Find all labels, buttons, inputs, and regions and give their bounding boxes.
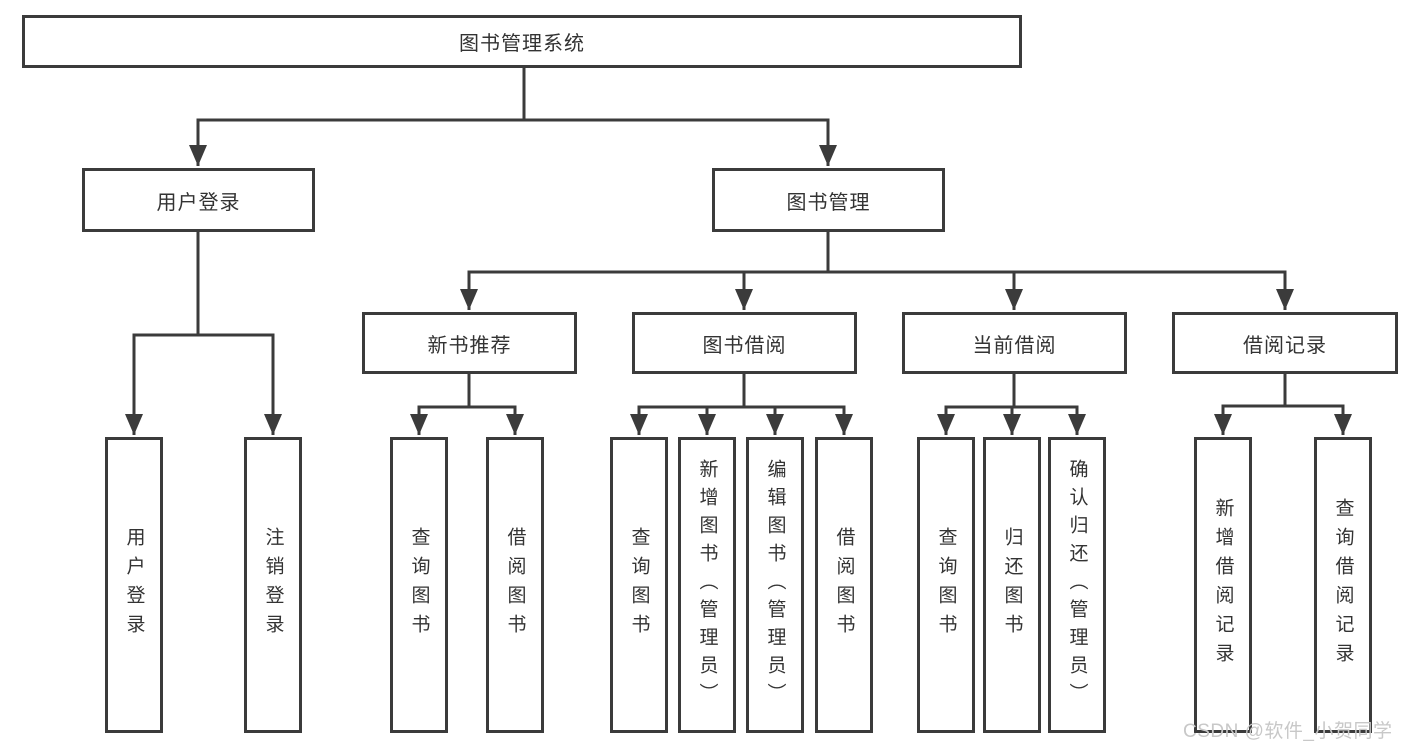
connector-currentborrow-to-leaves [937,372,1086,435]
node-label: 新书推荐 [427,334,512,357]
leaf-label: 用户登录 [123,527,145,643]
leaf-query-book-2: 查询图书 [610,437,668,733]
leaf-label: 查询图书 [628,527,650,643]
leaf-label: 查询图书 [408,527,430,643]
leaf-borrow-book-1: 借阅图书 [486,437,544,733]
leaf-add-book-admin: 新增图书（管理员） [678,437,736,733]
node-new-book-recommend: 新书推荐 [362,312,577,374]
leaf-query-borrow-record: 查询借阅记录 [1314,437,1372,733]
node-current-borrow: 当前借阅 [902,312,1127,374]
leaf-user-login: 用户登录 [105,437,163,733]
csdn-watermark: CSDN @软件_小贺同学 [1183,721,1393,742]
leaf-return-book: 归还图书 [983,437,1041,733]
node-user-login: 用户登录 [82,168,315,232]
leaf-confirm-return-admin: 确认归还（管理员） [1048,437,1106,733]
connector-root-to-level2 [189,66,837,166]
leaf-logout: 注销登录 [244,437,302,733]
leaf-label: 注销登录 [262,527,284,643]
connector-userlogin-to-leaves [125,230,282,435]
node-library-system: 图书管理系统 [22,15,1022,68]
node-label: 图书管理 [786,191,871,214]
connector-bookborrow-to-leaves [630,372,853,435]
node-label: 图书借阅 [702,334,787,357]
node-label: 当前借阅 [972,334,1057,357]
leaf-borrow-book-2: 借阅图书 [815,437,873,733]
leaf-query-book-1: 查询图书 [390,437,448,733]
leaf-label: 新增借阅记录 [1212,498,1234,672]
node-label: 借阅记录 [1243,334,1327,357]
leaf-add-borrow-record: 新增借阅记录 [1194,437,1252,733]
leaf-label: 编辑图书（管理员） [764,459,786,711]
leaf-label: 借阅图书 [833,527,855,643]
node-label: 用户登录 [156,191,241,214]
leaf-label: 借阅图书 [504,527,526,643]
leaf-label: 查询借阅记录 [1332,498,1354,672]
leaf-query-book-3: 查询图书 [917,437,975,733]
leaf-label: 新增图书（管理员） [696,459,718,711]
connector-newbook-to-leaves [410,372,524,435]
leaf-label: 查询图书 [935,527,957,643]
leaf-edit-book-admin: 编辑图书（管理员） [746,437,804,733]
connector-borrowrecord-to-leaves [1214,372,1352,435]
node-book-borrow: 图书借阅 [632,312,857,374]
leaf-label: 确认归还（管理员） [1066,459,1088,711]
connector-bookmgmt-to-level3 [460,230,1294,310]
node-label: 图书管理系统 [459,33,585,55]
leaf-label: 归还图书 [1001,527,1023,643]
node-book-management: 图书管理 [712,168,945,232]
node-borrow-record: 借阅记录 [1172,312,1398,374]
